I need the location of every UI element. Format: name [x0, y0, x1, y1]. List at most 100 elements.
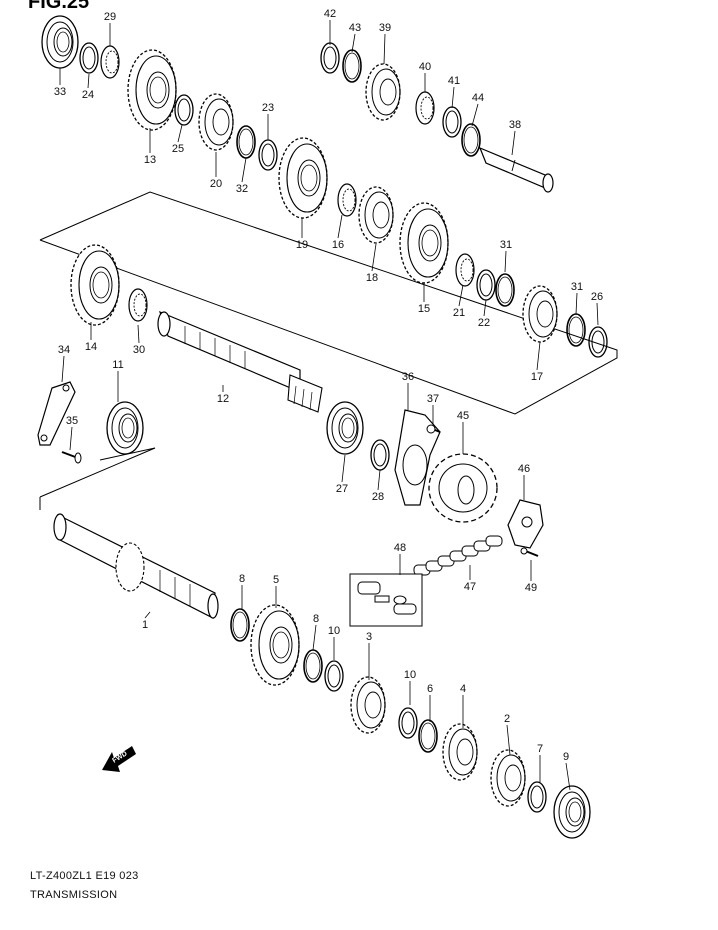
- part-7-washer: [527, 781, 547, 813]
- callout-32: 32: [236, 183, 248, 195]
- section-name: TRANSMISSION: [30, 889, 118, 901]
- part-31-circlip-b: [566, 313, 586, 347]
- callout-6: 6: [427, 683, 433, 695]
- part-38-shaft: [478, 146, 554, 193]
- part-1-driveshaft: [53, 513, 219, 619]
- callout-14: 14: [85, 341, 97, 353]
- callout-leader-41: [451, 86, 455, 109]
- callout-42: 42: [324, 8, 336, 20]
- part-37-screw: [426, 424, 441, 434]
- part-8-circlip-b: [303, 649, 323, 683]
- callout-leader-16: [337, 214, 343, 239]
- callout-26: 26: [591, 291, 603, 303]
- callout-12: 12: [217, 393, 229, 405]
- part-6-circlip: [418, 719, 438, 753]
- callout-11: 11: [112, 359, 123, 371]
- part-34-bracket: [37, 381, 76, 446]
- part-12-countershaft: [157, 310, 323, 413]
- callout-leader-39: [383, 33, 386, 65]
- part-44-circlip: [461, 123, 481, 157]
- callout-30: 30: [133, 344, 145, 356]
- callout-leader-21: [458, 284, 464, 307]
- part-17-gear: [522, 285, 558, 343]
- callout-7: 7: [537, 743, 543, 755]
- callout-9: 9: [563, 751, 569, 763]
- callout-leader-18: [371, 243, 377, 272]
- callout-19: 19: [296, 239, 308, 251]
- callout-leader-22: [483, 299, 487, 317]
- part-20-gear: [198, 93, 234, 151]
- callout-leader-44: [471, 103, 479, 127]
- part-10-washer-b: [398, 707, 418, 739]
- callout-10: 10: [404, 669, 416, 681]
- callout-49: 49: [525, 582, 537, 594]
- callout-47: 47: [464, 581, 476, 593]
- callout-10: 10: [328, 625, 340, 637]
- callout-34: 34: [58, 344, 70, 356]
- callout-28: 28: [372, 491, 384, 503]
- part-43-circlip: [342, 49, 362, 83]
- callout-38: 38: [509, 119, 521, 131]
- callout-16: 16: [332, 239, 344, 251]
- part-10-washer-a: [324, 660, 344, 692]
- callout-15: 15: [418, 303, 430, 315]
- part-22-washer: [476, 269, 496, 301]
- callout-leader-17: [536, 341, 541, 371]
- callout-leader-32: [241, 157, 247, 183]
- part-9-bearing: [553, 785, 591, 839]
- callout-46: 46: [518, 463, 530, 475]
- part-21-bushing: [455, 253, 475, 287]
- part-33-bearing: [41, 15, 79, 69]
- callout-8: 8: [313, 613, 319, 625]
- callout-24: 24: [82, 89, 94, 101]
- callout-39: 39: [379, 22, 391, 34]
- callout-leader-38: [511, 130, 516, 156]
- part-23-washer: [258, 139, 278, 171]
- callout-5: 5: [273, 574, 279, 586]
- callout-leader-24: [87, 73, 90, 89]
- callout-22: 22: [478, 317, 490, 329]
- part-49-bolt: [520, 547, 539, 557]
- part-11-bearing: [106, 401, 144, 455]
- part-27-bearing: [326, 401, 364, 455]
- part-19-gear: [278, 137, 328, 219]
- callout-leader-30: [137, 324, 140, 344]
- callout-44: 44: [472, 92, 484, 104]
- callout-18: 18: [366, 272, 378, 284]
- part-32-circlip: [236, 125, 256, 159]
- group-outline-driveshaft: [39, 447, 156, 510]
- callout-33: 33: [54, 86, 66, 98]
- part-16-bushing: [337, 183, 357, 217]
- part-46-lock-plate: [507, 499, 544, 549]
- part-4-gear: [442, 723, 478, 781]
- callout-leader-34: [61, 355, 65, 383]
- callout-leader-35: [69, 426, 73, 451]
- callout-labels: 1234567889101011121314151617181920212223…: [54, 8, 603, 791]
- callout-leader-27: [341, 454, 346, 483]
- callout-31: 31: [500, 239, 512, 251]
- callout-37: 37: [427, 393, 439, 405]
- callout-29: 29: [104, 11, 116, 23]
- part-39-gear: [365, 63, 401, 121]
- part-8-circlip-a: [230, 608, 250, 642]
- part-47-chain: [413, 535, 503, 576]
- callout-leader-25: [177, 124, 183, 143]
- part-18-gear: [358, 186, 394, 244]
- part-5-gear: [250, 604, 300, 686]
- part-2-gear: [490, 749, 526, 807]
- callout-40: 40: [419, 61, 431, 73]
- callout-23: 23: [262, 102, 274, 114]
- callout-1: 1: [142, 619, 148, 631]
- part-24-washer: [79, 42, 99, 74]
- callout-leader-43: [351, 33, 356, 53]
- callout-leader-9: [565, 762, 571, 791]
- model-code: LT-Z400ZL1 E19 023: [30, 870, 139, 882]
- callout-leader-2: [506, 724, 511, 756]
- callout-21: 21: [453, 307, 465, 319]
- callout-48: 48: [394, 542, 406, 554]
- callout-36: 36: [402, 371, 414, 383]
- callout-leader-31: [575, 292, 578, 315]
- part-15-gear: [399, 202, 449, 284]
- callout-35: 35: [66, 415, 78, 427]
